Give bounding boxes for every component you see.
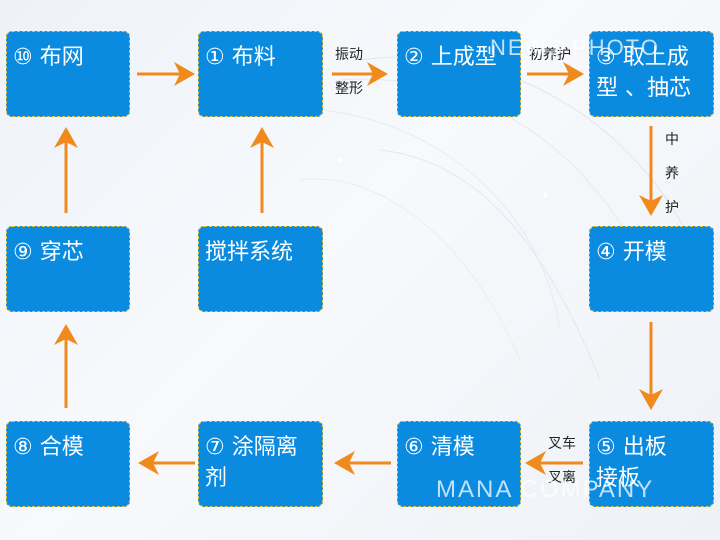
label-mid-cure: 中 养 护 bbox=[665, 132, 679, 216]
watermark-top: NEWS PHOTO bbox=[490, 35, 660, 60]
label-forklift-remove: 叉车 叉离 bbox=[548, 436, 576, 486]
step-3-remove-forming-extract-core: ③ 取上成 型 、抽芯 bbox=[589, 31, 714, 117]
step-9-insert-core: ⑨ 穿芯 bbox=[6, 226, 130, 312]
label-vibrate-shape: 振动 整形 bbox=[335, 47, 363, 97]
watermark-bottom: MANA COMPANY bbox=[436, 476, 655, 503]
step-8-close-mold: ⑧ 合模 bbox=[6, 421, 130, 507]
step-6-clean-mold: ⑥ 清模 bbox=[397, 421, 521, 507]
step-5-eject-receive-board: ⑤ 出板 接板 bbox=[589, 421, 714, 507]
label-initial-cure: 初养护 bbox=[529, 47, 571, 63]
step-1-distribute-material: ① 布料 bbox=[198, 31, 323, 117]
step-7-apply-release-agent: ⑦ 涂隔离 剂 bbox=[198, 421, 323, 507]
mixing-system: 搅拌系统 bbox=[198, 226, 323, 312]
step-10-lay-mesh: ⑩ 布网 bbox=[6, 31, 130, 117]
step-2-upper-forming: ② 上成型 bbox=[397, 31, 521, 117]
step-4-open-mold: ④ 开模 bbox=[589, 226, 714, 312]
